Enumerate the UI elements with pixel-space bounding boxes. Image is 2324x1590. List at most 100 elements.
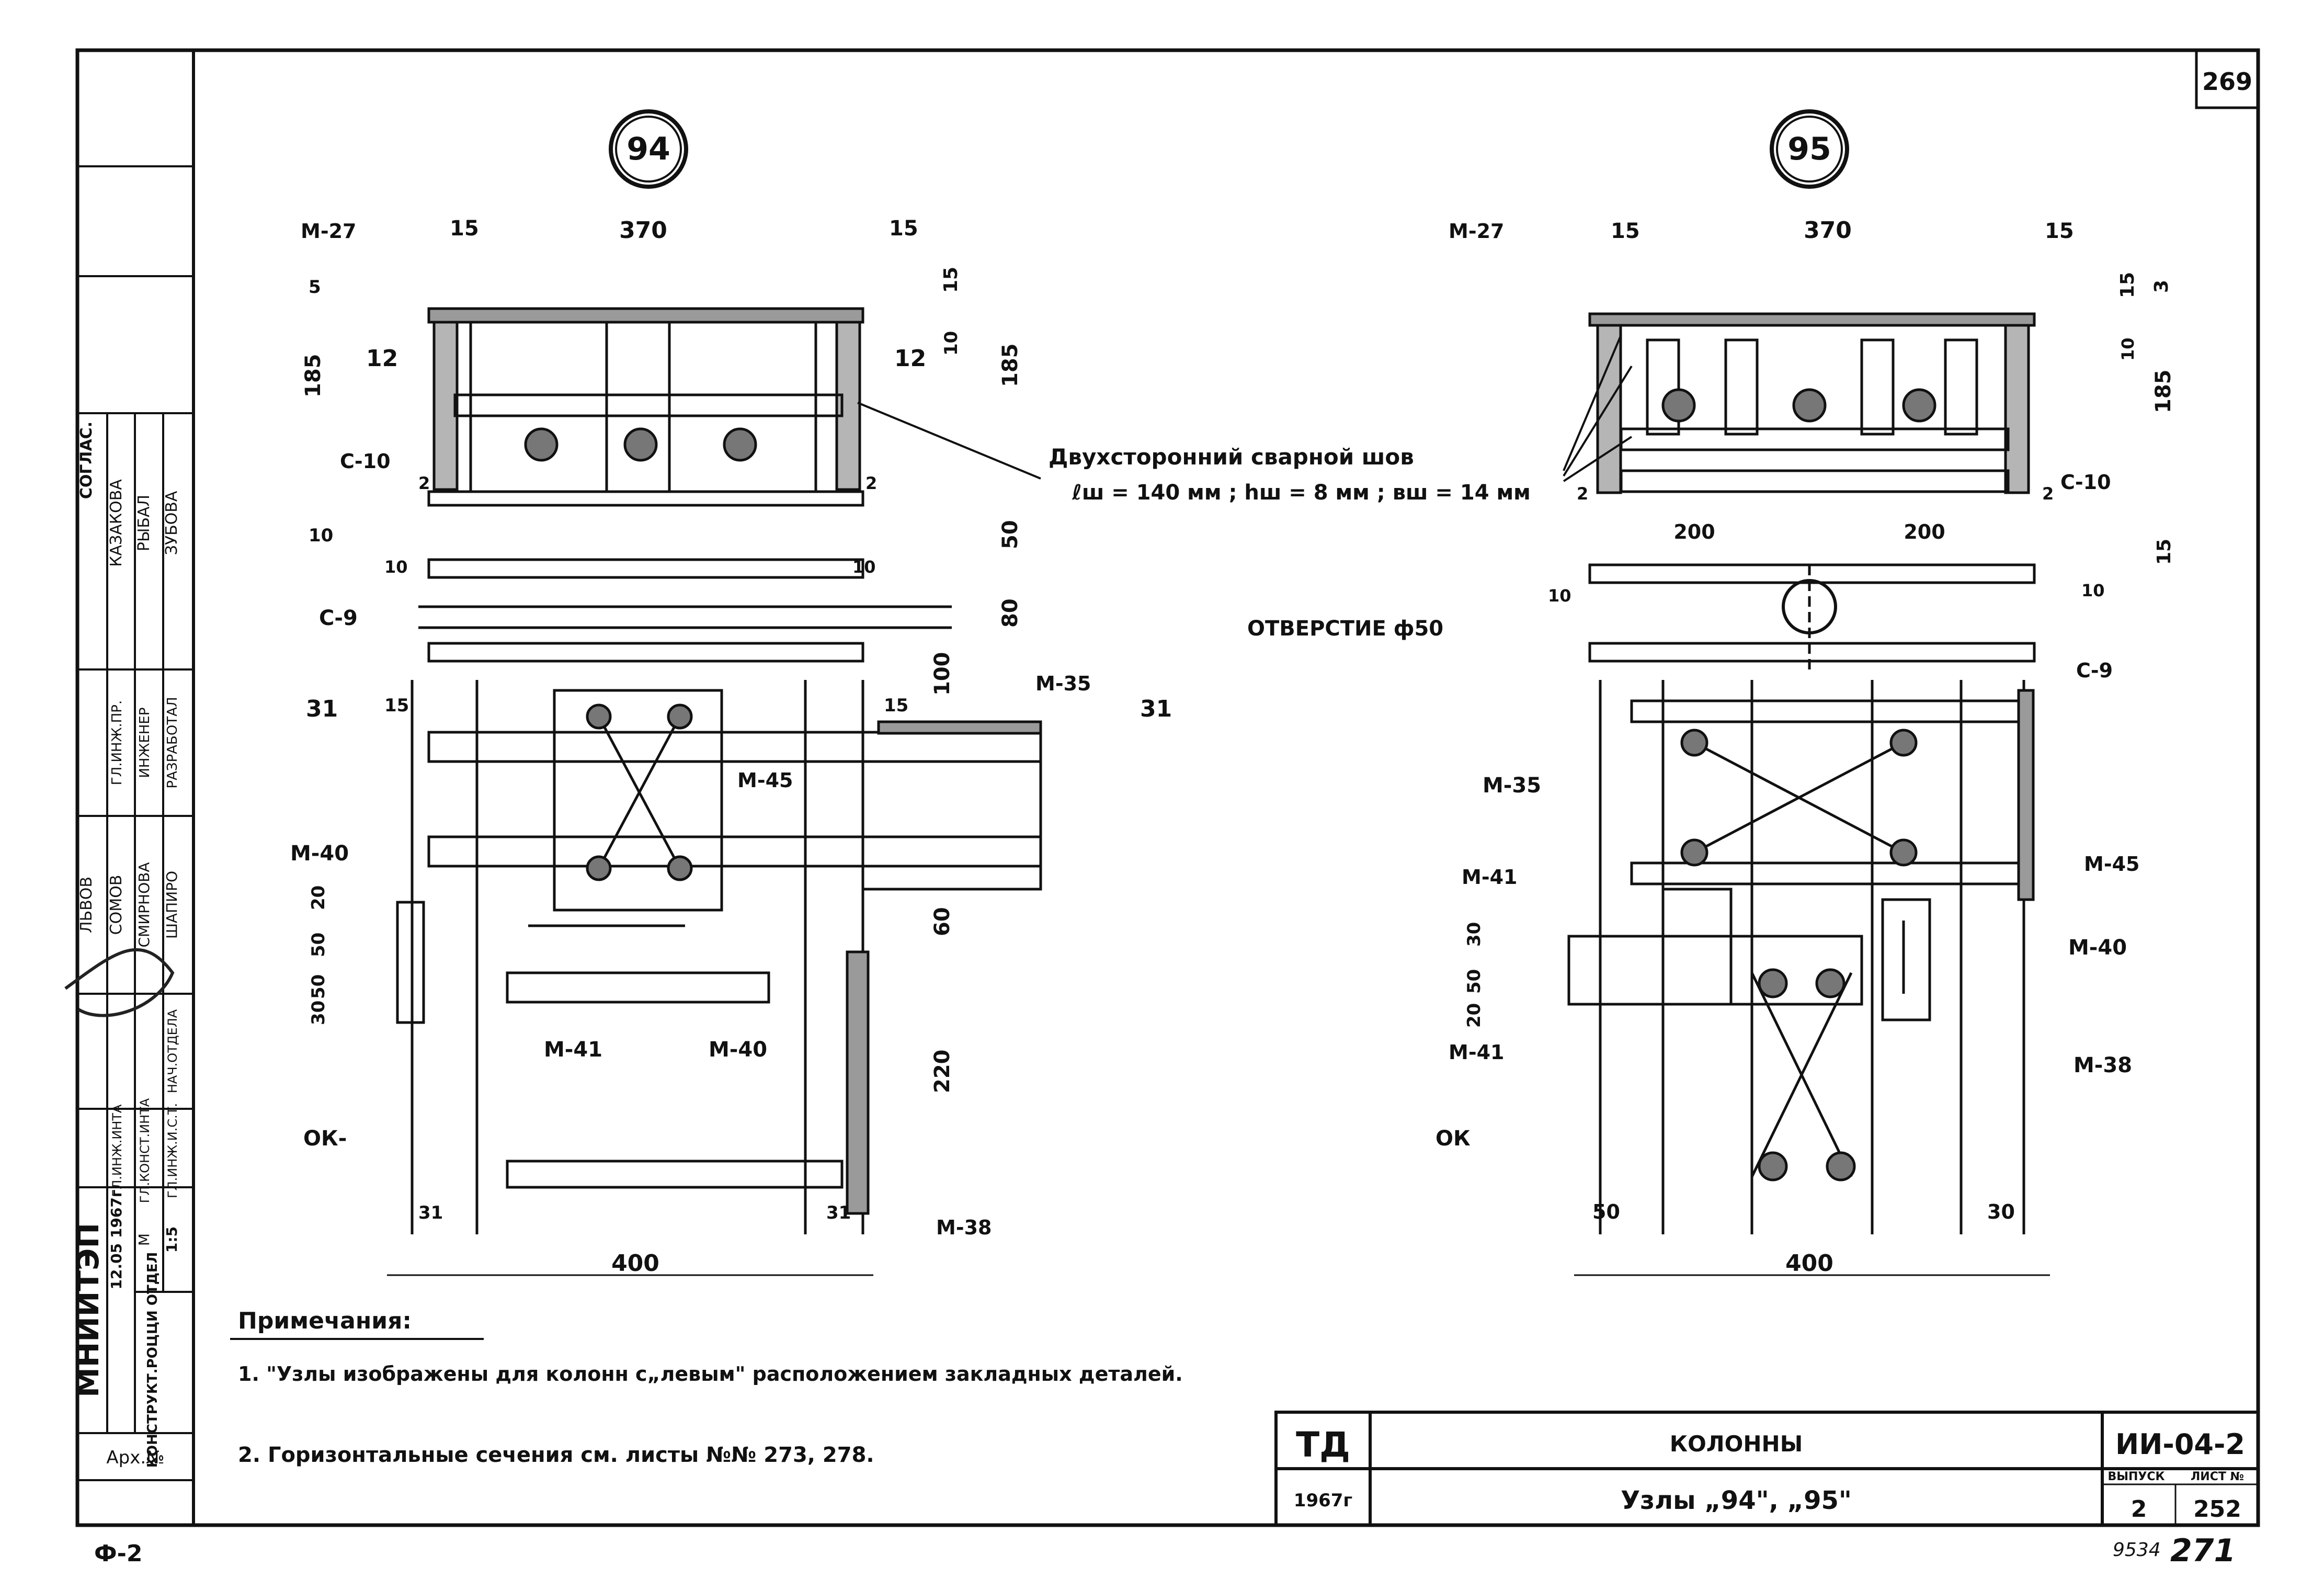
node-94-labels: 94 15 370 15 М-27 5 185 12 12 15 10 185 … <box>290 131 1172 1277</box>
weld-note: Двухсторонний сварной шов ℓш = 140 мм ; … <box>857 334 1633 505</box>
title-issue: 2 <box>2131 1496 2147 1523</box>
stamp-role-10: НАЧ.ОТДЕЛА <box>165 1009 180 1093</box>
stamp-scale-label: М <box>135 1233 153 1246</box>
n95-label-m45: М-45 <box>2084 853 2139 876</box>
n95-dim-top-right: 15 <box>2045 219 2074 243</box>
stamp-role-1: ИНЖЕНЕР <box>137 707 153 778</box>
signature-mark <box>64 948 175 1017</box>
n95-label-m27: М-27 <box>1449 220 1504 243</box>
n94-dim-left-50b: 50 <box>308 974 329 999</box>
n95-dim-top-left: 15 <box>1611 219 1640 243</box>
n95-dim-right-10: 10 <box>2118 337 2138 361</box>
stamp-name-6: СМИРНОВА <box>135 862 153 948</box>
n94-dim-right-80: 80 <box>998 598 1022 628</box>
n94-dim-right-220: 220 <box>930 1050 954 1094</box>
n94-dim-left-185: 185 <box>301 354 325 398</box>
title-subtitle: Узлы „94", „95" <box>1621 1486 1852 1515</box>
node-95-drawing <box>1567 109 2050 1276</box>
n95-label-hole: ОТВЕРСТИЕ ф50 <box>1247 617 1443 641</box>
n94-gap-2l: 2 <box>418 473 430 493</box>
title-year: 1967г <box>1294 1490 1352 1511</box>
n94-label-m35: М-35 <box>1035 672 1091 695</box>
n95-dim-bottom-30: 30 <box>1987 1200 2015 1223</box>
sheet-frame <box>75 48 2260 1527</box>
n94-label-m45: М-45 <box>737 769 793 792</box>
title-td: ТД <box>1296 1425 1350 1465</box>
stamp-dept: КОНСТРУКТ.РОЦЦИ ОТДЕЛ <box>145 1252 161 1468</box>
node-95-labels: 95 М-27 15 370 15 15 3 10 185 С-10 2 2 2… <box>1247 131 2175 1277</box>
n95-dim-left-30: 30 <box>1464 922 1485 947</box>
stamp-date: 12.05 1967г <box>108 1190 125 1290</box>
stamp-scale: 1:5 <box>163 1226 180 1253</box>
n94-label-m40a: М-40 <box>290 842 349 866</box>
n94-sec-12-left: 12 <box>366 345 398 372</box>
stamp-role-11: ГЛ.ИНЖ.И.С.Т. <box>165 1103 180 1198</box>
n94-dim-left-20: 20 <box>308 885 329 910</box>
stamp-archive: Арх.№ <box>106 1447 164 1468</box>
stamp-role-2: РАЗРАБОТАЛ <box>165 697 180 788</box>
n94-dim-top-mid: 370 <box>619 217 667 244</box>
n95-label-m40: М-40 <box>2068 936 2127 960</box>
n95-dim-bottom-50: 50 <box>1592 1200 1620 1223</box>
n94-dim-top-right: 15 <box>889 217 918 241</box>
n94-label-m27: М-27 <box>301 220 356 243</box>
n95-dim-right-185: 185 <box>2151 370 2175 414</box>
n94-dim-right-185: 185 <box>998 344 1022 388</box>
side-stamp: СОГЛАС. КАЗАКОВА РЫБАЛ ЗУБОВА ГЛ.ИНЖ.ПР.… <box>64 49 195 1527</box>
n94-sec-31-left: 31 <box>306 696 338 722</box>
weld-note-line2: ℓш = 140 мм ; hш = 8 мм ; вш = 14 мм <box>1072 481 1531 505</box>
n95-gap-10l: 10 <box>1548 586 1571 606</box>
n94-label-m40b: М-40 <box>709 1038 767 1062</box>
stamp-name-1: РЫБАЛ <box>135 495 153 551</box>
title-issue-label: ВЫПУСК <box>2107 1470 2164 1483</box>
n94-dim-bottom-400: 400 <box>611 1250 659 1277</box>
n94-gap-15r: 15 <box>884 695 908 716</box>
n94-dim-right-15: 15 <box>940 267 962 293</box>
n94-dim-left-10: 10 <box>309 525 333 546</box>
n94-dim-right-100: 100 <box>930 652 954 696</box>
n94-gap-2r: 2 <box>865 473 877 493</box>
n95-label-m38: М-38 <box>2074 1053 2132 1077</box>
page-number: 269 <box>2202 67 2252 96</box>
notes-block: Примечания: 1. "Узлы изображены для коло… <box>230 1308 1183 1467</box>
n94-label-ok: ОК- <box>303 1127 347 1151</box>
n94-dim-left-30: 30 <box>308 1001 329 1025</box>
n95-gap-2r: 2 <box>2042 484 2054 504</box>
stamp-header: СОГЛАС. <box>77 422 96 499</box>
n94-label-c9: С-9 <box>319 606 358 630</box>
notes-item-2: 2. Горизонтальные сечения см. листы №№ 2… <box>238 1443 874 1467</box>
n94-dim-right-10: 10 <box>941 331 962 356</box>
n94-label-m38: М-38 <box>936 1216 992 1239</box>
title-sheet-label: ЛИСТ № <box>2191 1470 2244 1483</box>
n94-dim-bottom-31l: 31 <box>418 1202 443 1223</box>
n94-label-m41: М-41 <box>544 1038 602 1062</box>
n95-dim-200-right: 200 <box>1904 520 1945 543</box>
stamp-org: МНИИТЭП <box>70 1223 106 1398</box>
n94-dim-bottom-31r: 31 <box>826 1202 851 1223</box>
title-block: ТД 1967г КОЛОННЫ Узлы „94", „95" ИИ-04-2… <box>1274 1411 2260 1527</box>
title-name: КОЛОННЫ <box>1670 1431 1803 1457</box>
footer-left: Ф-2 <box>94 1540 143 1567</box>
weld-note-line1: Двухсторонний сварной шов <box>1049 444 1414 470</box>
n94-gap-15l: 15 <box>384 695 409 716</box>
n95-label-m41b: М-41 <box>1449 1041 1504 1064</box>
n95-label-m41a: М-41 <box>1462 866 1517 889</box>
n94-dim-left-50a: 50 <box>308 933 329 957</box>
n95-label-ok: ОК <box>1436 1127 1471 1151</box>
n95-label-c9: С-9 <box>2076 659 2113 682</box>
node-94-number: 94 <box>626 131 670 167</box>
n94-dim-top-left: 15 <box>450 217 479 241</box>
n95-dim-left-50: 50 <box>1464 969 1485 994</box>
stamp-role-9: ГЛ.КОНСТ.ИНТА <box>138 1098 152 1203</box>
n95-dim-200-left: 200 <box>1673 520 1715 543</box>
stamp-name-0: КАЗАКОВА <box>107 479 126 567</box>
n95-dim-bottom-400: 400 <box>1785 1250 1833 1277</box>
n94-gap-10l: 10 <box>384 557 408 577</box>
title-sheet: 252 <box>2193 1496 2241 1523</box>
n95-dim-left-20: 20 <box>1464 1003 1485 1028</box>
footer-stamp: 9534 <box>2113 1539 2161 1561</box>
stamp-name-5: СОМОВ <box>107 875 126 935</box>
n94-sec-31-right: 31 <box>1140 696 1172 722</box>
stamp-name-7: ШАПИРО <box>163 871 180 939</box>
